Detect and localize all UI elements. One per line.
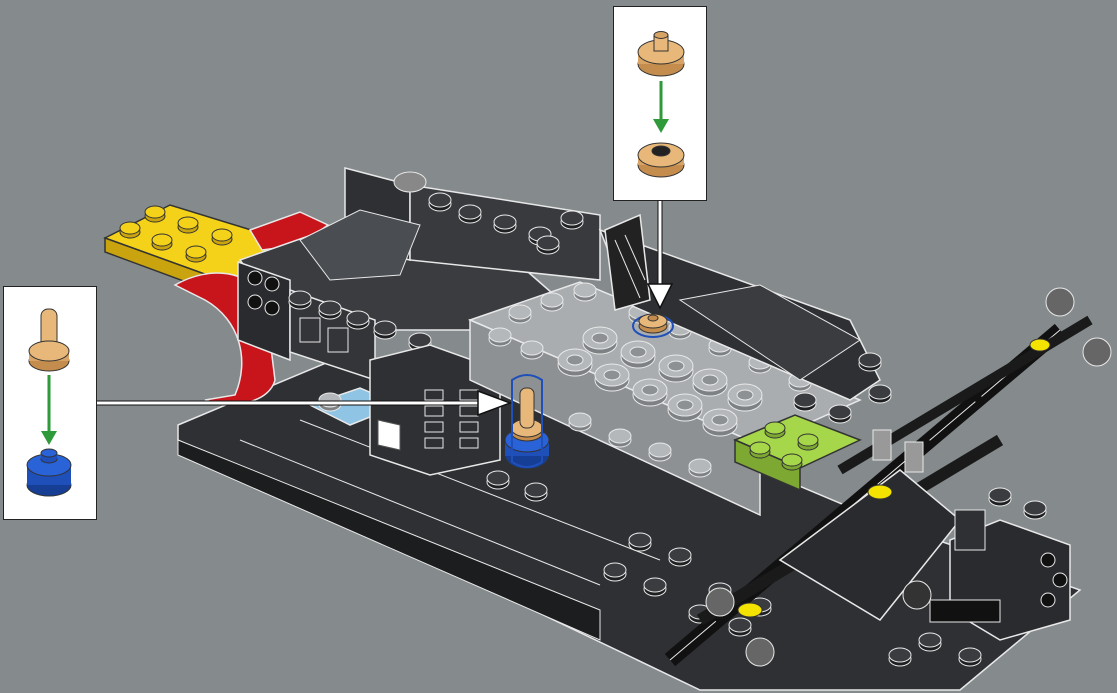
green-down-arrow-icon	[653, 81, 669, 133]
tan-round-plate-with-pin-icon	[638, 32, 684, 77]
tan-round-plate-attached-icon	[638, 143, 684, 177]
green-down-arrow-icon	[41, 375, 57, 445]
callout-left	[3, 286, 97, 520]
placed-blue-round-brick	[505, 375, 549, 469]
callout-top	[613, 6, 707, 201]
blue-round-brick-icon	[27, 449, 71, 496]
tan-pin-with-round-base-icon	[29, 309, 69, 371]
